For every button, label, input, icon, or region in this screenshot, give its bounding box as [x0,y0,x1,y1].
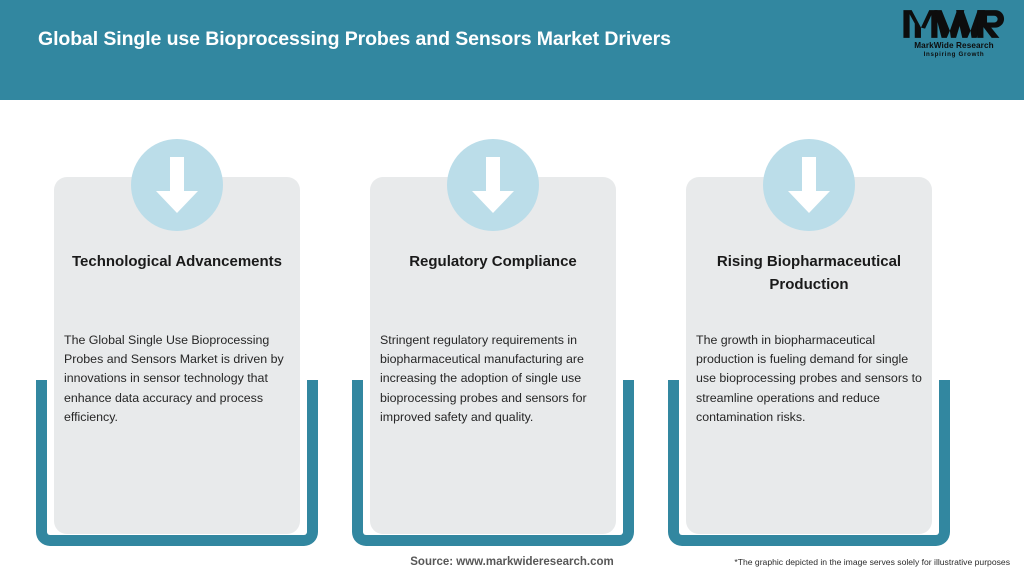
card-body: Stringent regulatory requirements in bio… [380,333,587,424]
driver-card: Rising Biopharmaceutical Production The … [652,0,982,576]
arrow-down-glyph [788,157,830,213]
card-panel [686,177,932,534]
page-title: Global Single use Bioprocessing Probes a… [38,28,671,50]
card-panel [370,177,616,534]
logo-company-name: MarkWide Research [914,41,994,50]
arrow-down-glyph [156,157,198,213]
card-title: Technological Advancements [71,253,283,270]
arrow-down-icon [447,139,539,231]
header-bar [0,0,1024,100]
card-panel [54,177,300,534]
source-note: Source: www.markwideresearch.com [410,556,614,568]
card-bracket [668,380,950,546]
mwr-logo-icon [903,10,1005,38]
disclaimer-note: *The graphic depicted in the image serve… [734,557,1010,567]
arrow-down-glyph [472,157,514,213]
card-body: The growth in biopharmaceutical producti… [696,333,922,424]
arrow-down-icon [763,139,855,231]
card-bracket [352,380,634,546]
driver-card: Technological Advancements The Global Si… [20,0,350,576]
card-bracket [36,380,318,546]
arrow-down-icon [131,139,223,231]
card-title: Regulatory Compliance [409,253,577,270]
card-title: Rising Biopharmaceutical Production [716,253,902,293]
card-body: The Global Single Use Bioprocessing Prob… [64,333,284,424]
brand-logo: MarkWide Research Inspiring Growth [902,8,1006,66]
driver-card: Regulatory Compliance Stringent regulato… [336,0,666,576]
logo-tagline: Inspiring Growth [923,51,985,58]
